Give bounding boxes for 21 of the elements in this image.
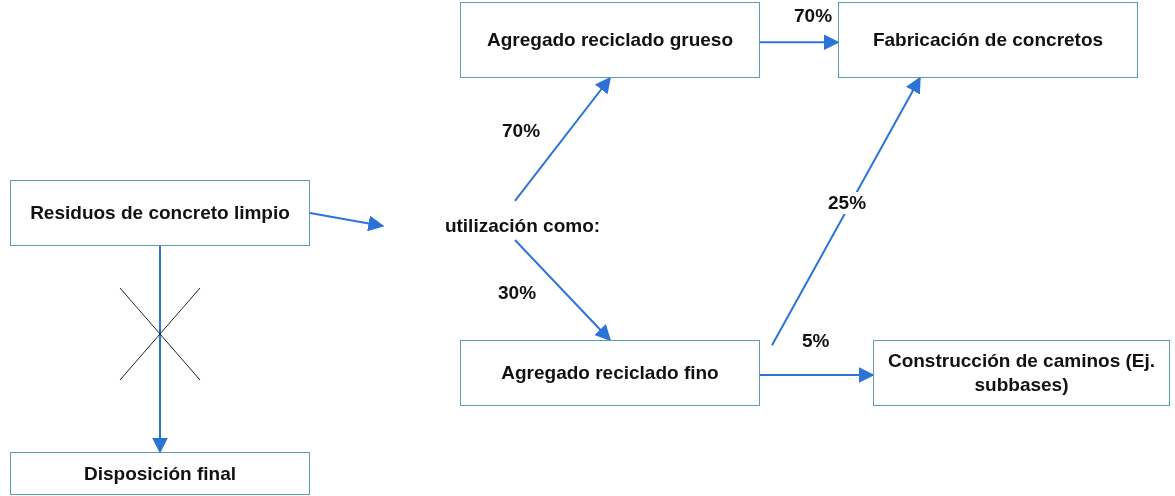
node-text: Disposición final [84,461,236,486]
node-text: utilización como: [444,214,601,238]
process-box [460,2,760,78]
node-text: Construcción de caminos (Ej. subbases) [886,349,1157,397]
process-box [10,180,310,246]
node-text: Residuos de concreto limpio [30,201,290,225]
process-box [460,340,760,406]
process-box [838,2,1138,78]
process-box [10,452,310,495]
node-text: Fabricación de concretos [872,28,1104,52]
node-text: Agregado reciclado grueso [487,28,733,52]
node-text: Agregado reciclado fino [501,361,719,385]
arrow [309,212,385,232]
arrow [759,367,875,383]
arrow [771,76,921,347]
process-box [873,340,1170,406]
arrow [759,34,840,51]
arrow [514,239,612,342]
edge-label: 25% [826,192,869,214]
arrow [152,245,168,454]
arrow [514,76,611,202]
